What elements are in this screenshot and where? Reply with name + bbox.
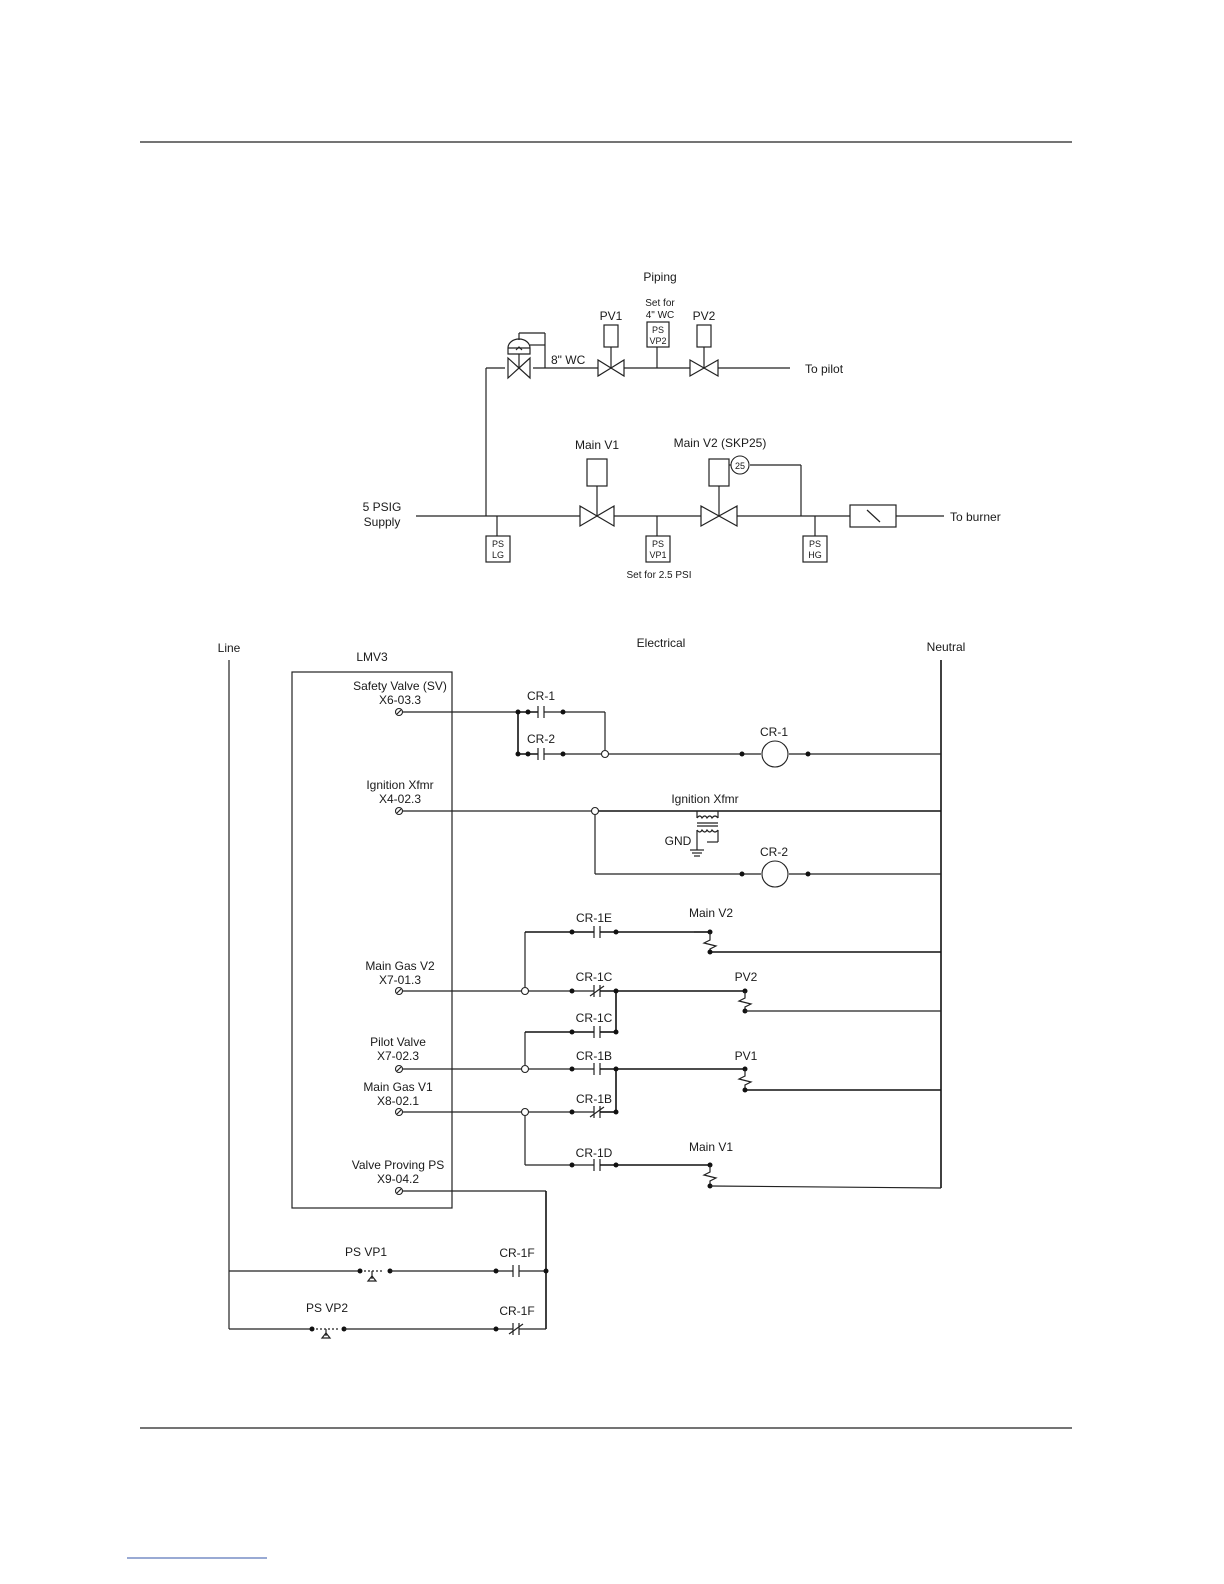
terminal-mgv1-id: X8-02.1 bbox=[377, 1094, 419, 1108]
lmv3-label: LMV3 bbox=[356, 650, 388, 664]
contact-cr1c-b-label: CR-1C bbox=[576, 1011, 613, 1025]
contact-cr1b-b-label: CR-1B bbox=[576, 1092, 612, 1106]
main-v1-label: Main V1 bbox=[575, 438, 619, 452]
main-v2-label: Main V2 (SKP25) bbox=[674, 436, 767, 450]
pv2-valve bbox=[689, 324, 719, 378]
switch-ps-vp2-label: PS VP2 bbox=[306, 1301, 348, 1315]
rung-main-gas-v2 bbox=[403, 926, 941, 1032]
rung-valve-proving bbox=[229, 1190, 549, 1339]
ps-lg-line1: PS bbox=[492, 539, 504, 549]
pv1-valve bbox=[597, 324, 625, 378]
neutral-label: Neutral bbox=[927, 640, 966, 654]
rung-safety-valve bbox=[403, 706, 941, 760]
line-label: Line bbox=[218, 641, 241, 655]
contact-cr1f-a-label: CR-1F bbox=[499, 1246, 534, 1260]
contact-cr2-label: CR-2 bbox=[527, 732, 555, 746]
ps-hg-line1: PS bbox=[809, 539, 821, 549]
pilot-regulator bbox=[507, 332, 546, 380]
contact-cr1f-b-label: CR-1F bbox=[499, 1304, 534, 1318]
ps-vp2-note-1: Set for bbox=[645, 298, 675, 309]
terminal-mgv1-label: Main Gas V1 bbox=[363, 1080, 433, 1094]
main-v1-valve bbox=[579, 458, 615, 528]
ps-vp1-box bbox=[645, 535, 671, 563]
load-pv1-label: PV1 bbox=[735, 1049, 758, 1063]
terminal-sv-label: Safety Valve (SV) bbox=[353, 679, 447, 693]
ps-lg-line2: LG bbox=[492, 550, 504, 560]
lmv3-controller-box bbox=[291, 671, 453, 1209]
skp25-symbol: 25 bbox=[735, 461, 745, 471]
terminal-mgv2-id: X7-01.3 bbox=[379, 973, 421, 987]
gnd-label: GND bbox=[665, 834, 692, 848]
piping-title: Piping bbox=[643, 270, 676, 284]
main-v2-valve bbox=[700, 458, 802, 528]
cr1-coil bbox=[761, 740, 789, 768]
supply-line2: Supply bbox=[364, 515, 401, 529]
terminal-pilot-id: X7-02.3 bbox=[377, 1049, 419, 1063]
contact-cr1d-label: CR-1D bbox=[576, 1146, 613, 1160]
pv1-label: PV1 bbox=[600, 309, 623, 323]
rung-main-gas-v1 bbox=[403, 1106, 942, 1189]
ps-lg-box bbox=[485, 535, 511, 563]
ps-hg-box bbox=[802, 535, 828, 563]
regulator-setting-label: 8" WC bbox=[551, 353, 586, 367]
rung-ignition bbox=[403, 806, 941, 877]
contact-cr1-label: CR-1 bbox=[527, 689, 555, 703]
ps-vp2-note-2: 4" WC bbox=[646, 310, 675, 321]
cr2-coil bbox=[761, 860, 789, 888]
burner-filter-icon bbox=[866, 509, 881, 523]
electrical-title: Electrical bbox=[637, 636, 686, 650]
electrical-diagram: Electrical Line Neutral LMV3 Safety Valv… bbox=[218, 636, 966, 1339]
to-burner-label: To burner bbox=[950, 510, 1001, 524]
ps-vp1-line2: VP1 bbox=[649, 550, 666, 560]
coil-cr1-label: CR-1 bbox=[760, 725, 788, 739]
ignition-xfmr-label: Ignition Xfmr bbox=[671, 792, 738, 806]
to-pilot-label: To pilot bbox=[805, 362, 844, 376]
load-main-v1-label: Main V1 bbox=[689, 1140, 733, 1154]
terminal-vp-label: Valve Proving PS bbox=[352, 1158, 445, 1172]
ps-vp2-line2: VP2 bbox=[649, 336, 666, 346]
ps-hg-line2: HG bbox=[808, 550, 822, 560]
terminal-pilot-label: Pilot Valve bbox=[370, 1035, 426, 1049]
terminal-mgv2-label: Main Gas V2 bbox=[365, 959, 435, 973]
terminal-sv-id: X6-03.3 bbox=[379, 693, 421, 707]
ps-vp2-line1: PS bbox=[652, 325, 664, 335]
contact-cr1b-a-label: CR-1B bbox=[576, 1049, 612, 1063]
terminal-ign-label: Ignition Xfmr bbox=[366, 778, 433, 792]
ps-vp2-box bbox=[646, 321, 670, 348]
ps-vp1-note: Set for 2.5 PSI bbox=[626, 570, 691, 581]
load-pv2-label: PV2 bbox=[735, 970, 758, 984]
terminal-ign-id: X4-02.3 bbox=[379, 792, 421, 806]
supply-line1: 5 PSIG bbox=[363, 500, 402, 514]
load-main-v2-label: Main V2 bbox=[689, 906, 733, 920]
piping-diagram: Piping 8" WC PV1 bbox=[363, 270, 1001, 581]
skp25-actuator-icon bbox=[730, 455, 750, 475]
coil-cr2-label: CR-2 bbox=[760, 845, 788, 859]
terminal-symbols bbox=[394, 707, 404, 1196]
rung-pilot-valve bbox=[403, 1026, 941, 1112]
switch-ps-vp1-label: PS VP1 bbox=[345, 1245, 387, 1259]
pv2-label: PV2 bbox=[693, 309, 716, 323]
contact-cr1e-label: CR-1E bbox=[576, 911, 612, 925]
terminal-vp-id: X9-04.2 bbox=[377, 1172, 419, 1186]
ps-vp1-line1: PS bbox=[652, 539, 664, 549]
contact-cr1c-a-label: CR-1C bbox=[576, 970, 613, 984]
